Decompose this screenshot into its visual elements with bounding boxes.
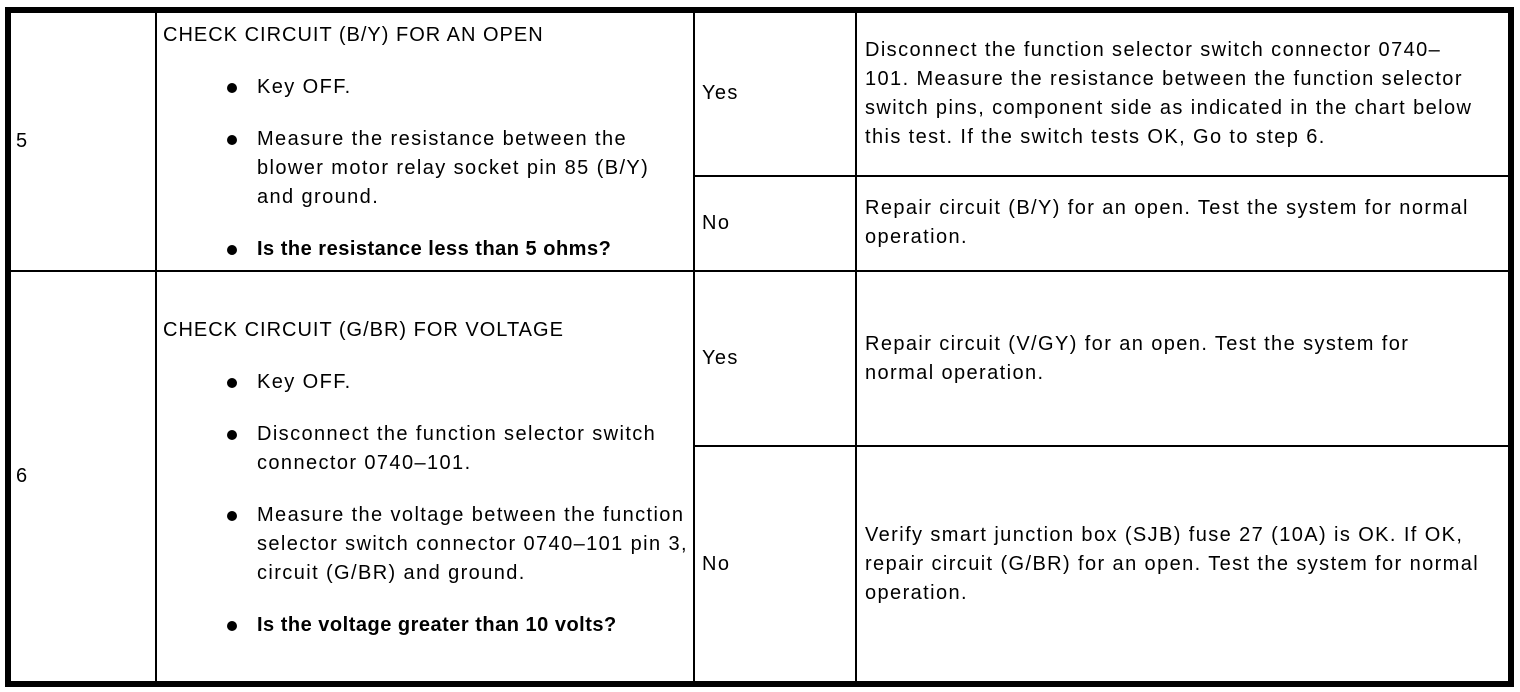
action-cell: Disconnect the function selector switch … xyxy=(855,9,1512,177)
action-cell: Repair circuit (V/GY) for an open. Test … xyxy=(855,270,1512,447)
procedure-instruction-text: Measure the resistance between the blowe… xyxy=(257,128,650,208)
procedure-question-text: Is the resistance less than 5 ohms? xyxy=(257,238,612,260)
procedure-question-text: Is the voltage greater than 10 volts? xyxy=(257,613,617,636)
procedure-cell: CHECK CIRCUIT (B/Y) FOR AN OPEN Key OFF.… xyxy=(155,9,695,272)
bullet-icon xyxy=(227,377,237,388)
action-text: Disconnect the function selector switch … xyxy=(865,38,1473,148)
procedure-instruction: Disconnect the function selector switch … xyxy=(227,420,689,478)
table-row: 6 CHECK CIRCUIT (G/BR) FOR VOLTAGE Key O… xyxy=(7,270,1512,685)
table-row: 5 CHECK CIRCUIT (B/Y) FOR AN OPEN Key OF… xyxy=(7,9,1512,272)
action-text: Repair circuit (B/Y) for an open. Test t… xyxy=(865,197,1469,249)
bullet-icon xyxy=(227,245,237,255)
step-number-cell: 6 xyxy=(7,270,157,685)
result-yes-cell: Yes xyxy=(693,9,857,177)
bullet-icon xyxy=(227,620,237,631)
action-cell: Repair circuit (B/Y) for an open. Test t… xyxy=(855,174,1512,273)
procedure-question: Is the resistance less than 5 ohms? xyxy=(227,235,689,264)
bullet-icon xyxy=(227,510,237,521)
action-text: Verify smart junction box (SJB) fuse 27 … xyxy=(865,523,1480,604)
procedure-instruction-text: Key OFF. xyxy=(257,370,352,393)
procedure-steps-list: Key OFF. Disconnect the function selecto… xyxy=(163,368,689,640)
result-yes-cell: Yes xyxy=(693,270,857,447)
procedure-steps-list: Key OFF. Measure the resistance between … xyxy=(163,73,689,264)
result-no-cell: No xyxy=(693,445,857,685)
procedure-instruction: Key OFF. xyxy=(227,73,689,102)
procedure-question: Is the voltage greater than 10 volts? xyxy=(227,611,689,640)
table-row: No Verify smart junction box (SJB) fuse … xyxy=(8,445,1512,685)
procedure-instruction: Measure the voltage between the function… xyxy=(227,501,689,588)
action-text: Repair circuit (V/GY) for an open. Test … xyxy=(865,332,1410,384)
result-no-cell: No xyxy=(693,174,857,273)
procedure-title: CHECK CIRCUIT (G/BR) FOR VOLTAGE xyxy=(163,318,564,341)
procedure-instruction-text: Key OFF. xyxy=(257,76,352,98)
procedure-instruction-text: Measure the voltage between the function… xyxy=(257,503,688,584)
procedure-instruction-text: Disconnect the function selector switch … xyxy=(257,422,657,474)
bullet-icon xyxy=(227,83,237,93)
procedure-instruction: Key OFF. xyxy=(227,368,689,397)
pinpoint-test-table: 5 CHECK CIRCUIT (B/Y) FOR AN OPEN Key OF… xyxy=(5,7,1514,687)
bullet-icon xyxy=(227,429,237,440)
table-row: No Repair circuit (B/Y) for an open. Tes… xyxy=(8,174,1512,273)
procedure-title: CHECK CIRCUIT (B/Y) FOR AN OPEN xyxy=(163,24,544,46)
action-cell: Verify smart junction box (SJB) fuse 27 … xyxy=(855,445,1512,685)
bullet-icon xyxy=(227,135,237,145)
procedure-instruction: Measure the resistance between the blowe… xyxy=(227,125,689,212)
procedure-cell: CHECK CIRCUIT (G/BR) FOR VOLTAGE Key OFF… xyxy=(155,270,695,685)
step-number-cell: 5 xyxy=(7,9,157,272)
